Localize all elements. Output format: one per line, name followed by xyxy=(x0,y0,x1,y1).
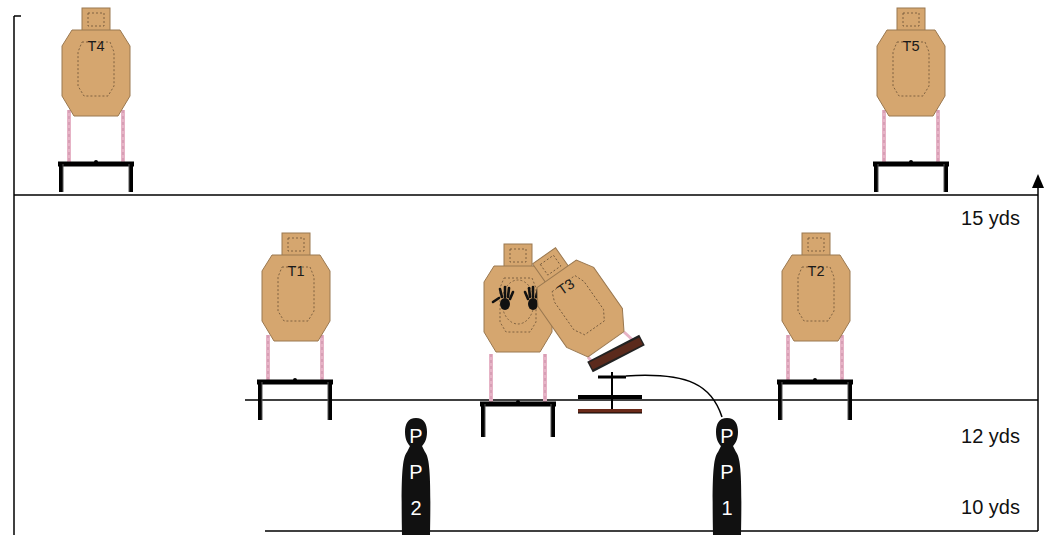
target-stands xyxy=(58,110,949,437)
target-label: T5 xyxy=(877,8,945,54)
target: T2 xyxy=(782,233,850,341)
target-outline xyxy=(62,8,130,116)
position-label: P P 1 xyxy=(717,418,737,526)
distance-arrowhead xyxy=(1032,174,1044,188)
distance-label: 12 yds xyxy=(961,425,1020,448)
target-label: T1 xyxy=(262,233,330,279)
target: T1 xyxy=(262,233,330,341)
target: T5 xyxy=(877,8,945,116)
hand-symbol xyxy=(493,287,513,310)
target-shape xyxy=(62,8,130,116)
target-shape xyxy=(782,233,850,341)
shooting-position: P P 1 xyxy=(711,418,743,535)
distance-label: 10 yds xyxy=(961,496,1020,519)
target-shape xyxy=(877,8,945,116)
target-outline xyxy=(262,233,330,341)
target-outline xyxy=(782,233,850,341)
target-outline xyxy=(516,236,634,363)
position-label: P P 2 xyxy=(406,418,426,526)
target-shape xyxy=(262,233,330,341)
distance-label: 15 yds xyxy=(961,207,1020,230)
target-label: T4 xyxy=(62,8,130,54)
target-outline xyxy=(877,8,945,116)
target: T4 xyxy=(62,8,130,116)
target-label: T2 xyxy=(782,233,850,279)
shooting-position: P P 2 xyxy=(400,418,432,535)
range-lines xyxy=(14,16,1038,535)
